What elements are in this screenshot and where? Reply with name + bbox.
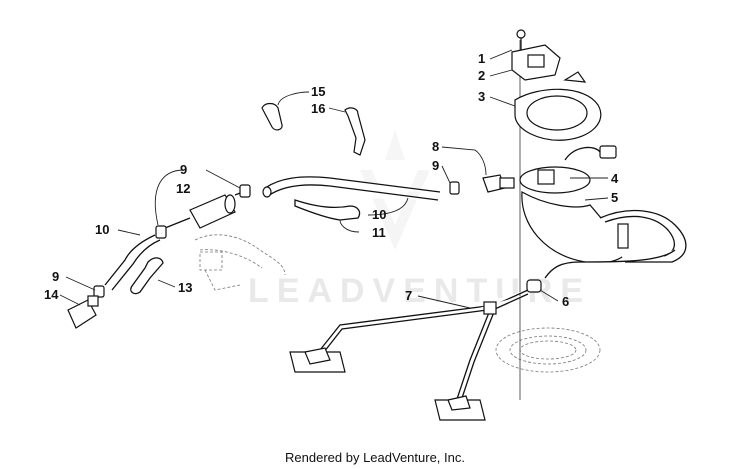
fuel-pump-assembly [519,145,687,264]
callout-9-filter: 9 [180,162,187,177]
callout-7: 7 [405,288,412,303]
callout-1: 1 [478,51,485,66]
gasket-part [514,71,602,141]
callout-8: 8 [432,139,439,154]
screw-part [516,29,526,50]
bracket-part [511,44,561,81]
rendered-by-footer: Rendered by LeadVenture, Inc. [285,450,465,465]
callout-6: 6 [562,294,569,309]
callout-9-lower: 9 [52,269,59,284]
clamp-strap-16 [344,107,366,156]
quick-connector-14 [67,295,99,329]
fuel-hose-10 [262,176,441,201]
callout-4: 4 [611,171,619,186]
callout-16: 16 [311,101,325,116]
tank-opening-sketch [495,327,601,373]
callout-3: 3 [478,89,485,104]
fuel-hose-10-lower [104,234,161,291]
callout-14: 14 [44,287,59,302]
callout-9-pump: 9 [432,158,439,173]
vent-hose-assembly [289,289,529,421]
clamp-9-lower [93,285,105,298]
callout-2: 2 [478,68,485,83]
background-harness-sketch [194,234,286,291]
fitting-6 [526,279,542,293]
fuel-filter-12 [155,184,251,239]
callout-5: 5 [611,190,618,205]
pump-return-hose [544,249,676,279]
leader-lines [59,49,609,309]
callout-10-upper: 10 [372,207,386,222]
callout-11: 11 [372,225,386,240]
hose-11 [294,199,361,221]
callout-12: 12 [176,181,190,196]
callout-15: 15 [311,84,325,99]
elbow-hose-13 [130,257,164,295]
callout-13: 13 [178,280,192,295]
callout-numbers: 1 2 3 4 5 6 7 8 9 9 9 10 10 11 12 13 14 … [44,51,619,309]
spring-clamp-15 [261,102,283,131]
clamp-9-pump [449,181,460,195]
callout-10-lower: 10 [95,222,109,237]
fuel-fitting-8 [482,174,515,193]
